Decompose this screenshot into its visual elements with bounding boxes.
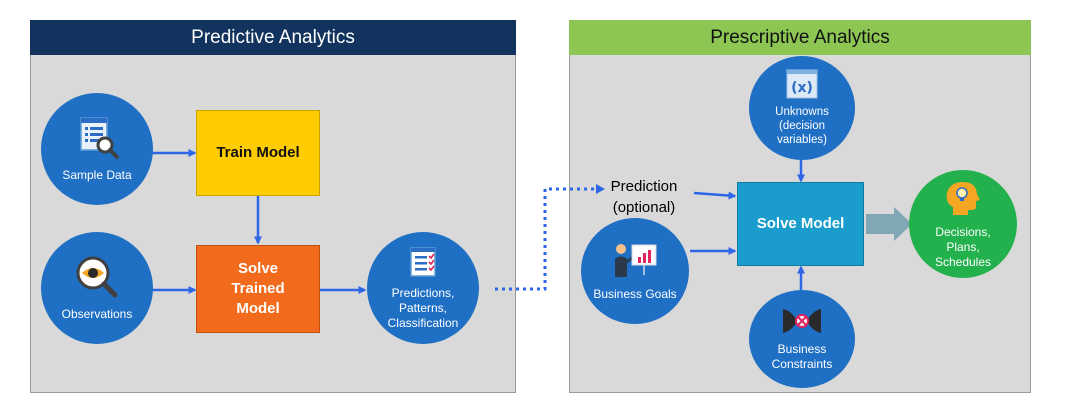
variable-x-icon: (x): [786, 69, 818, 103]
idea-head-icon: [943, 179, 983, 221]
presenter-chart-icon: [612, 241, 658, 283]
observations-label: Observations: [61, 306, 133, 321]
sample-data-label: Sample Data: [62, 167, 132, 182]
observations-node: Observations: [41, 232, 153, 344]
document-search-icon: [75, 116, 119, 164]
train-model-box: Train Model: [196, 110, 320, 196]
solve-trained-model-box: Solve Trained Model: [196, 245, 320, 333]
predictive-title: Predictive Analytics: [30, 20, 516, 55]
business-goals-node: Business Goals: [581, 218, 689, 324]
prediction-optional-label: Prediction (optional): [610, 178, 678, 216]
sample-data-node: Sample Data: [41, 93, 153, 205]
predictions-label: Predictions, Patterns, Classification: [387, 285, 459, 330]
arrow-prediction-to-solve: [693, 191, 737, 200]
decisions-node: Decisions, Plans, Schedules: [909, 170, 1017, 278]
unknowns-label: Unknowns (decision variables): [775, 106, 829, 146]
dotted-link-arrowhead: [596, 184, 605, 194]
predictions-node: Predictions, Patterns, Classification: [367, 232, 479, 344]
dotted-link-to-prediction: [495, 187, 595, 291]
constraints-icon: [780, 307, 824, 339]
eye-magnifier-icon: [75, 255, 119, 303]
business-constraints-node: Business Constraints: [749, 290, 855, 388]
business-constraints-label: Business Constraints: [771, 341, 833, 371]
unknowns-node: (x) Unknowns (decision variables): [749, 56, 855, 160]
decisions-label: Decisions, Plans, Schedules: [934, 224, 992, 269]
unknowns-symbol: (x): [791, 80, 813, 96]
arrow-solve-to-decisions: [866, 207, 912, 241]
checklist-icon: [407, 246, 439, 282]
solve-model-box: Solve Model: [737, 182, 864, 266]
prescriptive-title: Prescriptive Analytics: [569, 20, 1031, 55]
business-goals-label: Business Goals: [593, 286, 677, 301]
